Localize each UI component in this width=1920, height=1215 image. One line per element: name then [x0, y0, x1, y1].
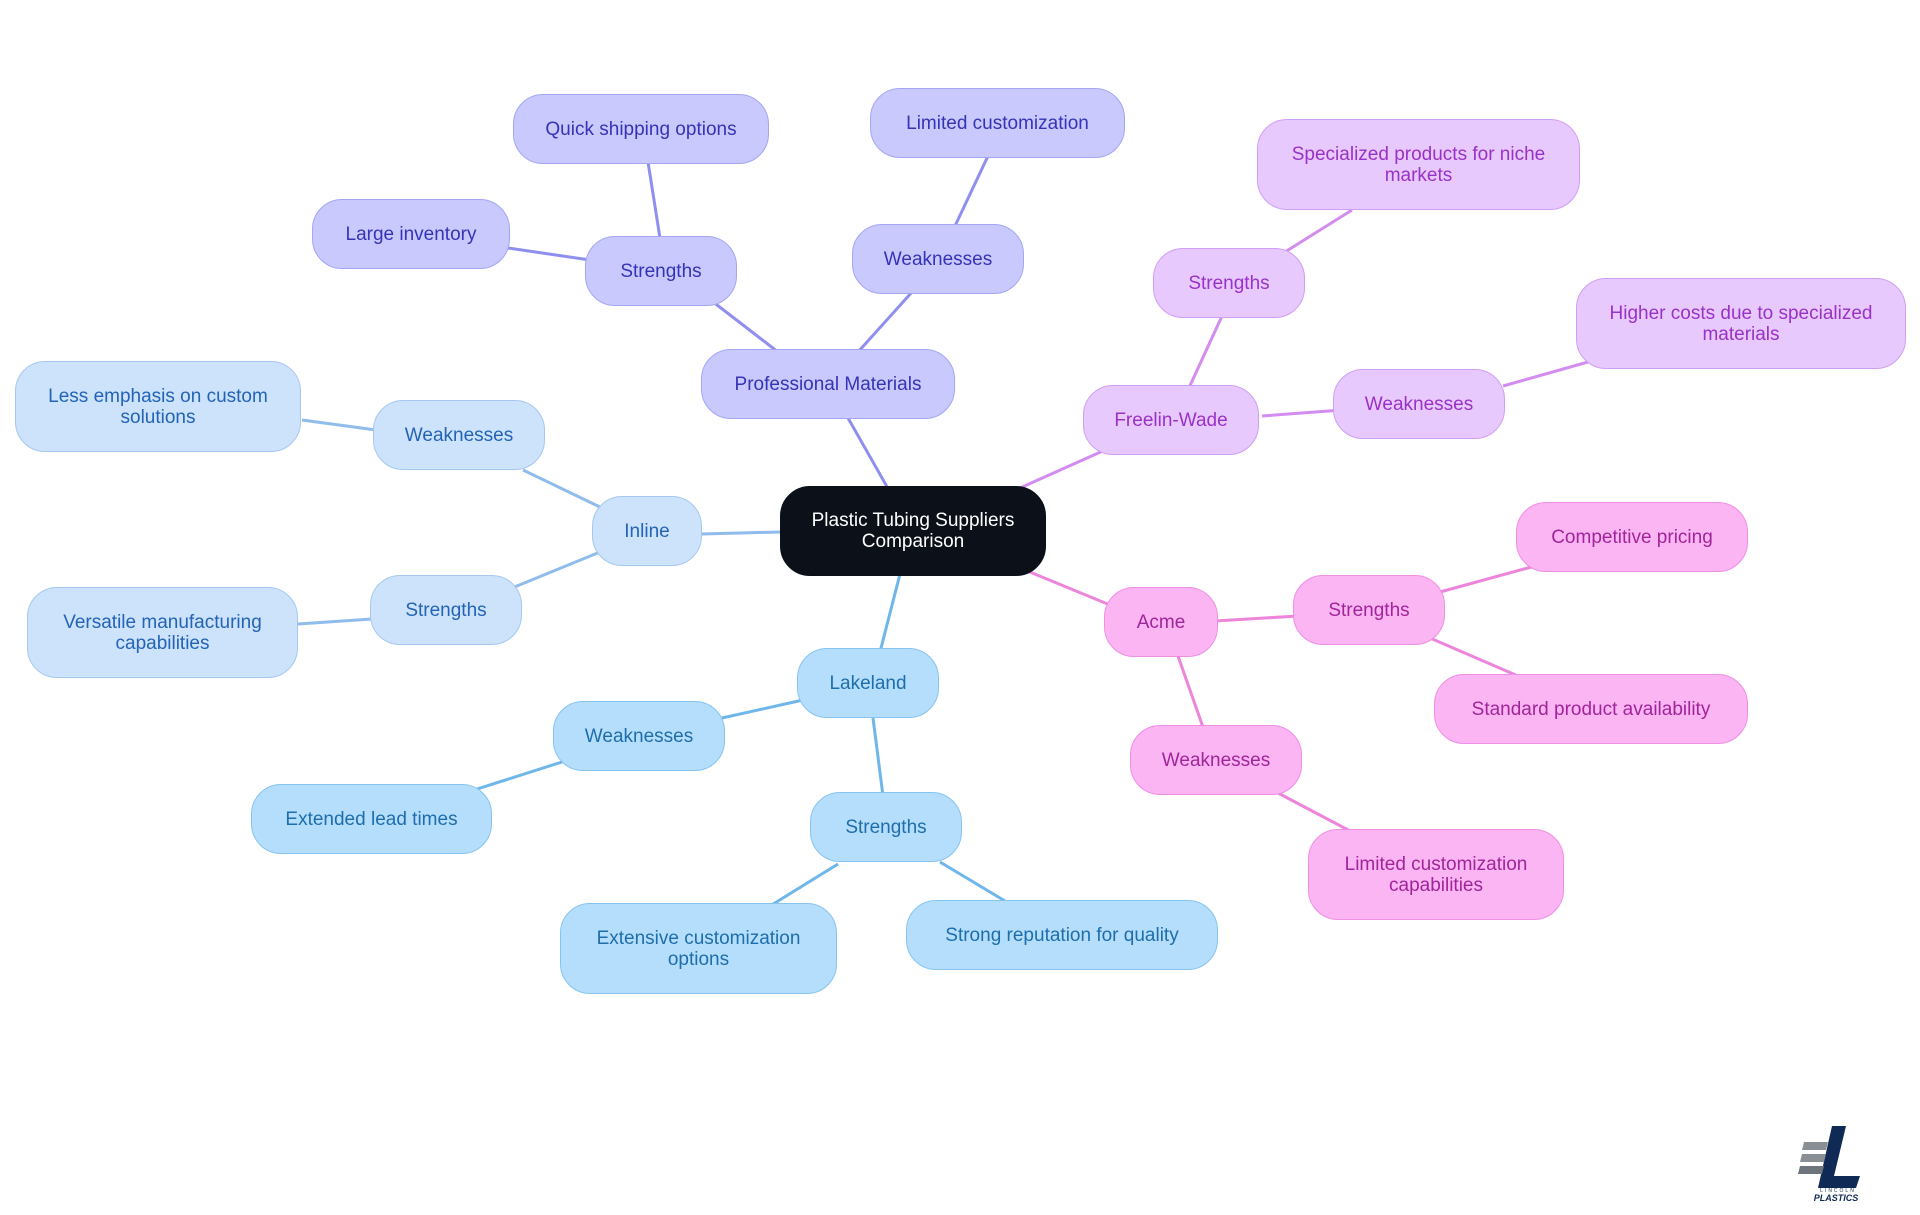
node-fw-strengths: Strengths — [1153, 248, 1305, 318]
node-acme: Acme — [1104, 587, 1218, 657]
edge-pm-strengths-inventory — [507, 246, 591, 262]
edge-root-lakeland — [878, 573, 902, 653]
edge-root-freelin-wade — [1019, 448, 1106, 490]
edge-lakeland-weaknesses-extended — [473, 760, 563, 792]
node-acme-weaknesses: Weaknesses — [1130, 725, 1302, 795]
edge-pm-strengths — [707, 296, 779, 354]
node-pm-quick-shipping: Quick shipping options — [513, 94, 769, 164]
node-inline-strengths: Strengths — [370, 575, 522, 645]
root-node: Plastic Tubing Suppliers Comparison — [780, 486, 1046, 576]
node-pm-strengths: Strengths — [585, 236, 737, 306]
node-freelin-wade: Freelin-Wade — [1083, 385, 1259, 455]
node-pm-weaknesses: Weaknesses — [852, 224, 1024, 294]
node-lakeland-extended-lead: Extended lead times — [251, 784, 492, 854]
edge-lakeland-strengths-extensive — [769, 862, 839, 908]
edge-fw-strengths — [1186, 315, 1224, 391]
node-fw-higher-costs: Higher costs due to specialized material… — [1576, 278, 1906, 369]
node-acme-competitive-pricing: Competitive pricing — [1516, 502, 1748, 572]
node-acme-limited-customization: Limited customization capabilities — [1308, 829, 1564, 920]
node-lakeland-strengths: Strengths — [810, 792, 962, 862]
edge-fw-weaknesses — [1261, 408, 1343, 418]
edge-root-professional-materials — [846, 417, 892, 493]
edge-inline-weaknesses — [522, 468, 603, 510]
edge-inline-weaknesses-less — [301, 418, 377, 432]
node-lakeland-weaknesses: Weaknesses — [553, 701, 725, 771]
edge-acme-weaknesses — [1176, 655, 1206, 731]
edge-lakeland-strengths-strong — [939, 860, 1011, 906]
logo-line1: LINCOLN — [1820, 1188, 1856, 1194]
node-lakeland: Lakeland — [797, 648, 939, 718]
node-inline-less-emphasis: Less emphasis on custom solutions — [15, 361, 301, 452]
edge-pm-strengths-quick — [646, 161, 662, 239]
node-fw-weaknesses: Weaknesses — [1333, 369, 1505, 439]
node-pm-limited-customization: Limited customization — [870, 88, 1125, 158]
logo-line2: PLASTICS — [1814, 1193, 1859, 1202]
edge-fw-strengths-specialized — [1284, 208, 1353, 254]
edge-acme-strengths-competitive — [1439, 564, 1536, 594]
node-inline-weaknesses: Weaknesses — [373, 400, 545, 470]
node-acme-standard-availability: Standard product availability — [1434, 674, 1748, 744]
node-lakeland-extensive-customization: Extensive customization options — [560, 903, 837, 994]
edge-pm-weaknesses-limited — [953, 155, 990, 227]
node-acme-strengths: Strengths — [1293, 575, 1445, 645]
lincoln-plastics-logo: LINCOLN PLASTICS — [1798, 1126, 1860, 1202]
node-professional-materials: Professional Materials — [701, 349, 955, 419]
edge-inline-strengths-versatile — [297, 617, 373, 626]
edge-lakeland-weaknesses — [721, 698, 804, 720]
edge-acme-strengths — [1214, 614, 1299, 623]
edge-root-inline — [701, 530, 781, 536]
node-lakeland-strong-reputation: Strong reputation for quality — [906, 900, 1218, 970]
edge-inline-strengths — [511, 550, 601, 590]
edge-pm-weaknesses — [856, 290, 914, 354]
node-pm-large-inventory: Large inventory — [312, 199, 510, 269]
node-inline-versatile-manufacturing: Versatile manufacturing capabilities — [27, 587, 298, 678]
edge-acme-strengths-standard — [1429, 636, 1519, 678]
edge-lakeland-strengths — [871, 717, 885, 797]
edge-acme-weaknesses-limited — [1277, 791, 1353, 834]
node-fw-specialized-products: Specialized products for niche markets — [1257, 119, 1580, 210]
edge-root-acme — [1024, 568, 1111, 607]
edge-fw-weaknesses-higher — [1502, 360, 1589, 388]
node-inline: Inline — [592, 496, 702, 566]
